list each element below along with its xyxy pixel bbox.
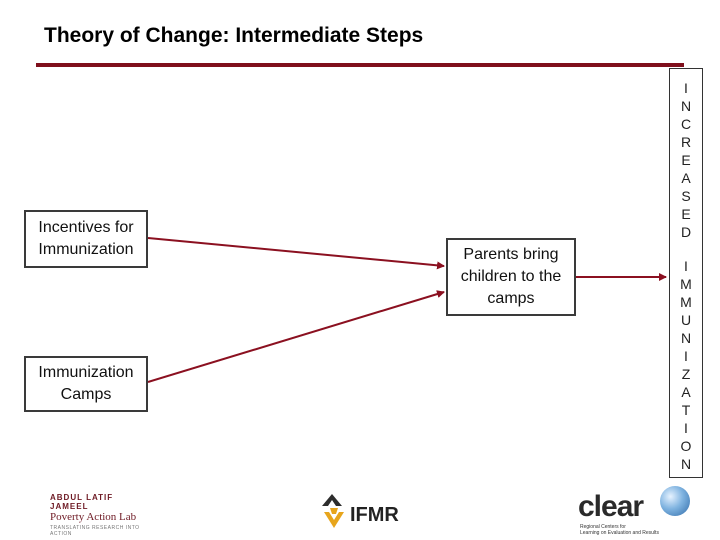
clear-logo-subtitle: Regional Centers for Learning on Evaluat… xyxy=(580,524,659,536)
outcome-word-increased: I N C R E A S E D xyxy=(680,80,692,240)
ifmr-logo: IFMR xyxy=(318,488,418,536)
node-camps-label: Immunization Camps xyxy=(38,364,134,403)
arrow-incentives-to-parents xyxy=(147,237,445,270)
title-divider xyxy=(36,63,684,67)
node-immunization-camps: Immunization Camps xyxy=(24,356,148,412)
node-parents-label: Parents bring children to the camps xyxy=(460,246,562,307)
jpal-logo-line1: ABDUL LATIF JAMEEL xyxy=(50,493,114,511)
clear-logo: clear Regional Centers for Learning on E… xyxy=(576,484,696,538)
ifmr-logo-text: IFMR xyxy=(350,504,399,526)
jpal-logo-line2: Poverty Action Lab xyxy=(50,511,137,523)
node-incentives-label: Incentives for Immunization xyxy=(38,219,134,258)
node-incentives: Incentives for Immunization xyxy=(24,210,148,268)
ifmr-emblem-icon xyxy=(322,494,344,528)
outcome-increased-immunization: I N C R E A S E D I M M U N I Z A T I O … xyxy=(669,68,703,478)
jpal-logo-line3: TRANSLATING RESEARCH INTO ACTION xyxy=(50,525,140,537)
slide-title: Theory of Change: Intermediate Steps xyxy=(44,24,424,47)
jpal-logo: ABDUL LATIF JAMEEL Poverty Action Lab TR… xyxy=(50,493,150,537)
globe-icon xyxy=(660,486,690,516)
arrow-camps-to-parents xyxy=(147,290,445,383)
node-parents-bring-children: Parents bring children to the camps xyxy=(446,238,576,316)
outcome-word-immunization: I M M U N I Z A T I O N xyxy=(680,258,692,472)
clear-logo-text: clear xyxy=(578,490,644,523)
